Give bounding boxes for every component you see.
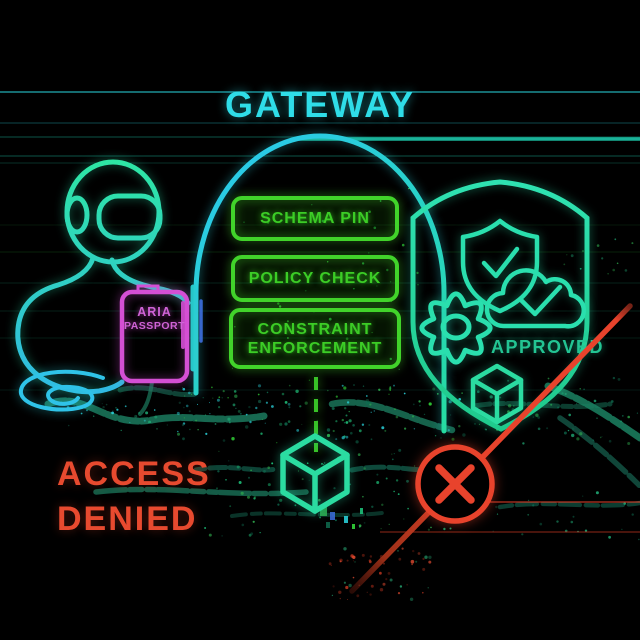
shield-check-icon — [460, 218, 540, 314]
gear-icon — [419, 291, 493, 365]
red-scanlines — [380, 501, 640, 533]
passport-card-icon — [119, 284, 190, 384]
visor-icon — [96, 193, 163, 241]
access-denied-label: ACCESS DENIED — [57, 452, 211, 542]
constraint-line2: ENFORCEMENT — [247, 339, 383, 357]
ear-outline — [64, 195, 90, 235]
cube-icon — [280, 433, 350, 514]
approved-label: APPROVED — [491, 337, 605, 357]
shield-badge-icon — [410, 179, 590, 432]
policy-check-label: POLICY CHECK — [248, 269, 382, 287]
shoulder-line — [109, 257, 191, 306]
passport-label: ARIA PASSPORT — [122, 305, 187, 332]
head-outline — [64, 159, 162, 265]
small-cube-icon — [470, 363, 524, 425]
arm-outline — [15, 255, 125, 395]
constraint-enforcement-label: CONSTRAINT ENFORCEMENT — [231, 310, 399, 367]
cloud-check-icon — [484, 268, 586, 329]
denied-line1: ACCESS — [57, 455, 211, 493]
denied-line2: DENIED — [57, 500, 198, 538]
scribble-swirl — [18, 369, 105, 412]
schema-pin-label: SCHEMA PIN — [260, 209, 370, 227]
passport-line1: ARIA — [137, 305, 172, 319]
constraint-line1: CONSTRAINT — [257, 320, 373, 338]
person-figure-icon — [15, 159, 191, 395]
passport-line2: PASSPORT — [124, 320, 185, 332]
gateway-title: GATEWAY — [224, 84, 416, 125]
x-circle-icon — [415, 444, 495, 524]
